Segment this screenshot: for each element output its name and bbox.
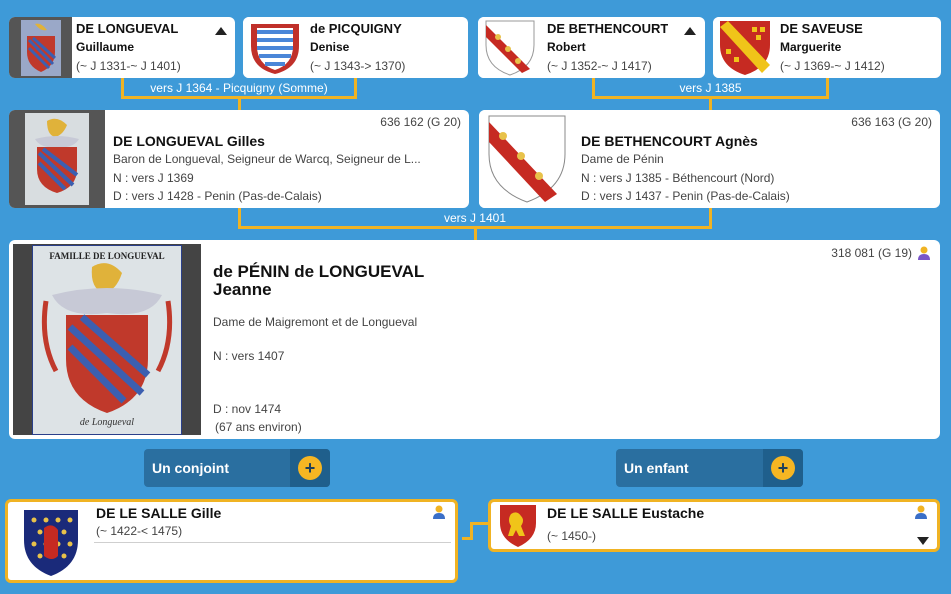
coat-of-arms-image — [243, 17, 306, 78]
spouse-name: DE LE SALLE Gille — [96, 505, 222, 521]
sosa-number: 636 163 (G 20) — [851, 115, 932, 129]
plus-icon: + — [771, 456, 795, 480]
person-surname: de PICQUIGNY — [310, 21, 402, 36]
child-dates: (~ 1450-) — [547, 529, 597, 543]
person-surname: DE BETHENCOURT — [547, 21, 669, 36]
person-death: D : vers J 1437 - Penin (Pas-de-Calais) — [581, 189, 790, 203]
person-name: DE LONGUEVAL Gilles — [113, 133, 265, 149]
grandparent-card-robert[interactable]: DE BETHENCOURT Robert (~ J 1352-~ J 1417… — [478, 17, 705, 78]
person-icon[interactable] — [915, 505, 927, 519]
person-title: Dame de Maigremont et de Longueval — [213, 315, 418, 329]
connector-line — [826, 78, 829, 98]
expand-up-icon[interactable] — [684, 27, 696, 35]
expand-down-icon[interactable] — [917, 537, 929, 545]
plus-icon: + — [298, 456, 322, 480]
person-dates: (~ J 1352-~ J 1417) — [547, 59, 652, 73]
grandparent-card-marguerite[interactable]: DE SAVEUSE Marguerite (~ J 1369-~ J 1412… — [713, 17, 941, 78]
person-dates: (~ J 1331-~ J 1401) — [76, 59, 181, 73]
add-spouse-plus-area[interactable]: + — [290, 449, 330, 487]
add-spouse-button[interactable]: Un conjoint + — [144, 449, 330, 487]
person-dates: (~ J 1343-> 1370) — [310, 59, 406, 73]
connector-line — [474, 228, 477, 240]
coat-of-arms-image — [11, 504, 91, 578]
person-given-name: Jeanne — [213, 280, 272, 299]
person-name: DE BETHENCOURT Agnès — [581, 133, 758, 149]
marriage-info: vers J 1385 — [679, 81, 742, 95]
person-death: D : vers J 1428 - Penin (Pas-de-Calais) — [113, 189, 322, 203]
person-given-name: Guillaume — [76, 40, 135, 54]
person-surname: DE LONGUEVAL — [76, 21, 179, 36]
connector-line — [709, 208, 712, 228]
father-card[interactable]: 636 162 (G 20) DE LONGUEVAL Gilles Baron… — [9, 110, 469, 208]
spouse-dates: (~ 1422-< 1475) — [96, 524, 183, 538]
grandparent-card-denise[interactable]: de PICQUIGNY Denise (~ J 1343-> 1370) — [243, 17, 468, 78]
coat-of-arms-image — [713, 17, 776, 78]
person-title: Dame de Pénin — [581, 152, 664, 166]
coat-of-arms-image — [479, 110, 575, 208]
person-given-name: Robert — [547, 40, 586, 54]
add-spouse-label: Un conjoint — [152, 460, 229, 476]
expand-up-icon[interactable] — [215, 27, 227, 35]
connector-line — [121, 96, 357, 99]
child-name: DE LE SALLE Eustache — [547, 505, 705, 521]
connector-line — [470, 522, 473, 540]
person-surname: DE SAVEUSE — [780, 21, 863, 36]
connector-line — [470, 522, 488, 525]
person-age: (67 ans environ) — [215, 420, 302, 434]
marriage-info: vers J 1401 — [443, 211, 507, 225]
spouse-card[interactable]: DE LE SALLE Gille (~ 1422-< 1475) — [5, 499, 458, 583]
person-icon[interactable] — [918, 246, 930, 260]
main-person-card[interactable]: FAMILLE DE LONGUEVAL de Longueval 318 08… — [9, 240, 940, 439]
connector-line — [592, 78, 595, 98]
coat-of-arms-image — [9, 17, 72, 78]
connector-line — [238, 226, 712, 229]
connector-line — [462, 537, 472, 540]
connector-line — [238, 208, 241, 228]
coat-caption: de Longueval — [80, 417, 134, 428]
person-birth: N : vers J 1385 - Béthencourt (Nord) — [581, 171, 775, 185]
person-birth: N : vers J 1369 — [113, 171, 194, 185]
person-given-name: Denise — [310, 40, 350, 54]
grandparent-card-guillaume[interactable]: DE LONGUEVAL Guillaume (~ J 1331-~ J 140… — [9, 17, 235, 78]
connector-line — [238, 98, 241, 110]
person-dates: (~ J 1369-~ J 1412) — [780, 59, 885, 73]
sosa-number: 636 162 (G 20) — [380, 115, 461, 129]
coat-of-arms-image: FAMILLE DE LONGUEVAL de Longueval — [13, 244, 201, 435]
connector-line — [592, 96, 829, 99]
person-death: D : nov 1474 — [213, 402, 282, 416]
connector-line — [709, 98, 712, 110]
person-birth: N : vers 1407 — [213, 349, 285, 363]
divider — [94, 542, 451, 543]
coat-of-arms-image — [478, 17, 541, 78]
coat-of-arms-image — [9, 110, 105, 208]
person-surname: de PÉNIN de LONGUEVAL — [213, 262, 425, 281]
child-card[interactable]: DE LE SALLE Eustache (~ 1450-) — [488, 499, 940, 552]
mother-card[interactable]: 636 163 (G 20) DE BETHENCOURT Agnès Dame… — [479, 110, 940, 208]
add-child-label: Un enfant — [624, 460, 689, 476]
connector-line — [121, 78, 124, 98]
person-title: Baron de Longueval, Seigneur de Warcq, S… — [113, 152, 421, 166]
person-given-name: Marguerite — [780, 40, 842, 54]
add-child-button[interactable]: Un enfant + — [616, 449, 803, 487]
person-icon[interactable] — [433, 505, 445, 519]
marriage-info: vers J 1364 - Picquigny (Somme) — [150, 81, 328, 95]
connector-line — [354, 78, 357, 98]
add-child-plus-area[interactable]: + — [763, 449, 803, 487]
coat-of-arms-image — [494, 502, 542, 549]
sosa-number: 318 081 (G 19) — [831, 246, 912, 260]
coat-header-text: FAMILLE DE LONGUEVAL — [49, 251, 164, 261]
